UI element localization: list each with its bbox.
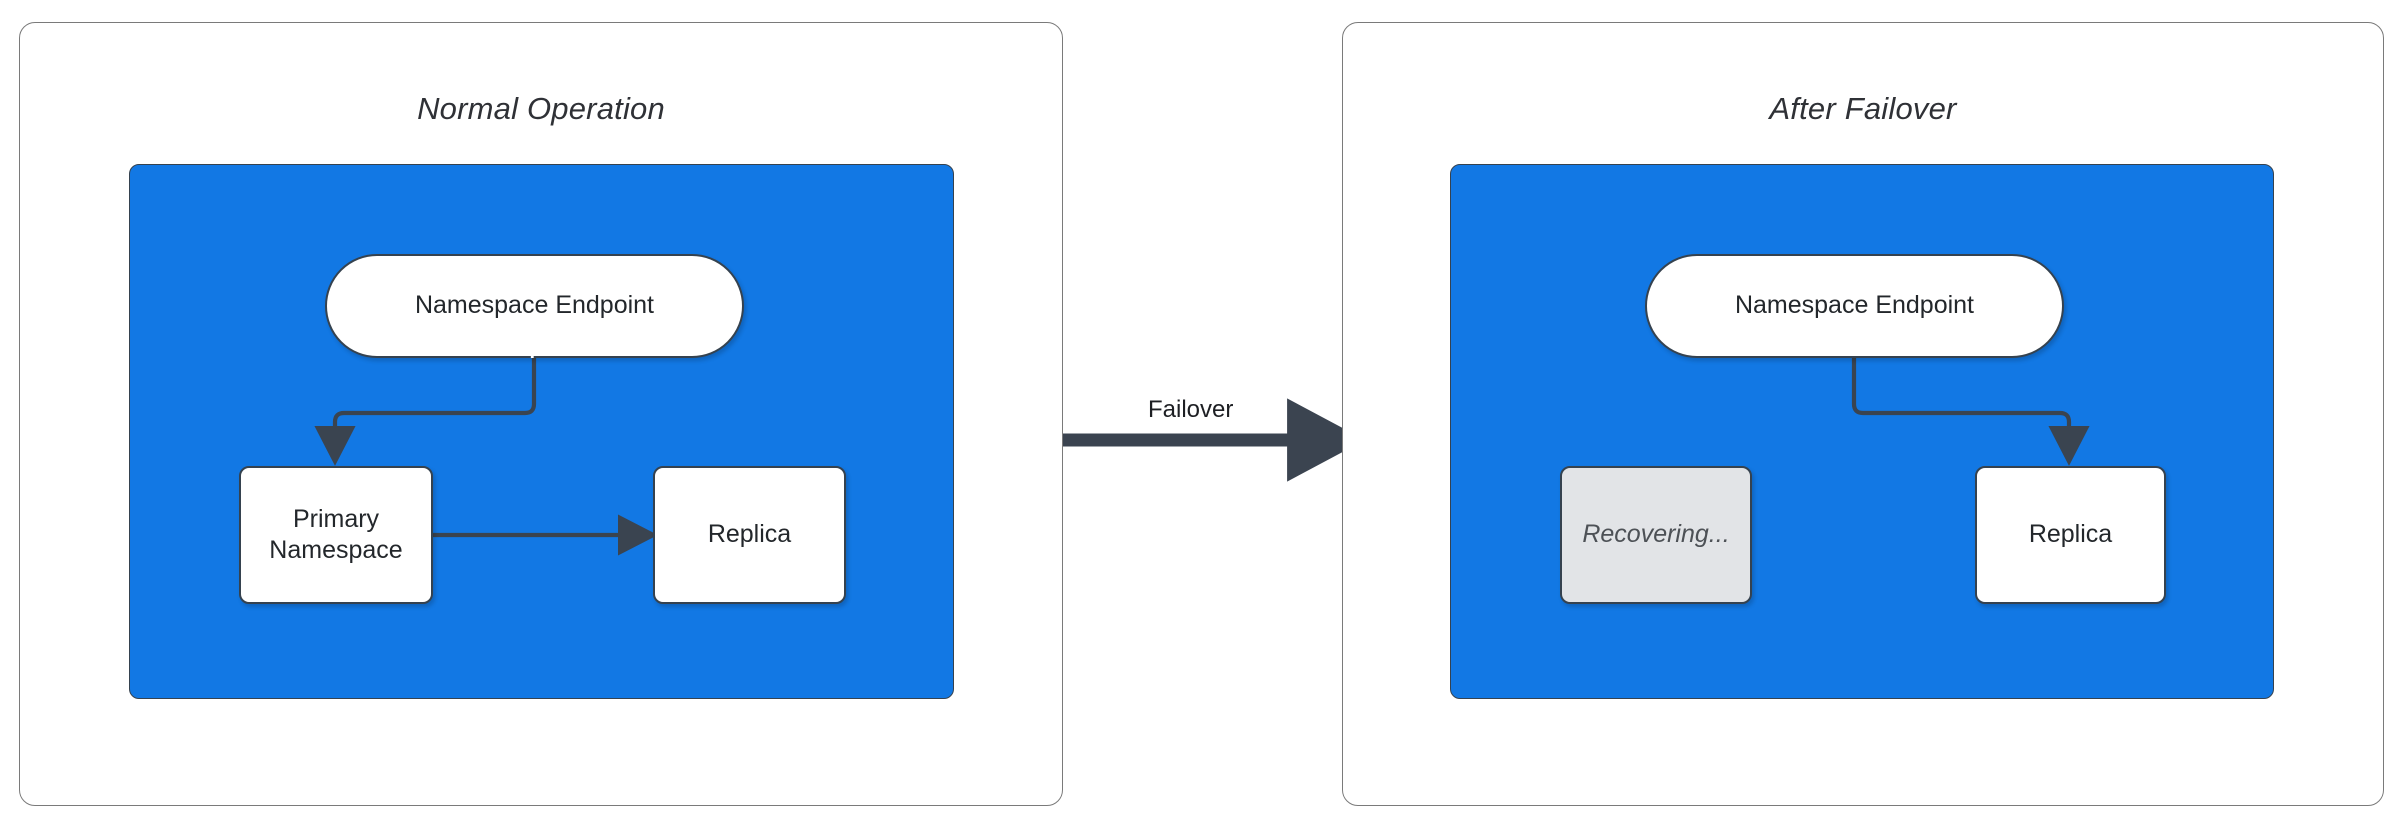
node-primary-namespace[interactable]: Primary Namespace	[239, 466, 433, 604]
transition-label-failover: Failover	[1148, 396, 1234, 423]
node-replica-right[interactable]: Replica	[1975, 466, 2166, 604]
node-recovering[interactable]: Recovering...	[1560, 466, 1752, 604]
node-label: Replica	[2028, 520, 2113, 549]
node-label: Recovering...	[1582, 520, 1730, 549]
node-label-wrapper: Primary Namespace	[269, 504, 402, 567]
node-replica-left[interactable]: Replica	[653, 466, 846, 604]
node-namespace-endpoint-right[interactable]: Namespace Endpoint	[1645, 254, 2064, 358]
node-label: Namespace Endpoint	[1734, 291, 1975, 320]
node-label: Namespace Endpoint	[414, 291, 655, 320]
node-label: Replica	[707, 520, 792, 549]
panel-title-normal-operation: Normal Operation	[417, 91, 665, 126]
node-label-line1: Primary	[292, 504, 380, 533]
node-namespace-endpoint-left[interactable]: Namespace Endpoint	[325, 254, 744, 358]
panel-title-after-failover: After Failover	[1769, 91, 1957, 126]
edge-label-data-replication: Data Replication	[455, 337, 612, 359]
node-label-line2: Namespace	[269, 536, 403, 564]
blue-region-right	[1450, 164, 2274, 699]
blue-region-left	[129, 164, 954, 699]
